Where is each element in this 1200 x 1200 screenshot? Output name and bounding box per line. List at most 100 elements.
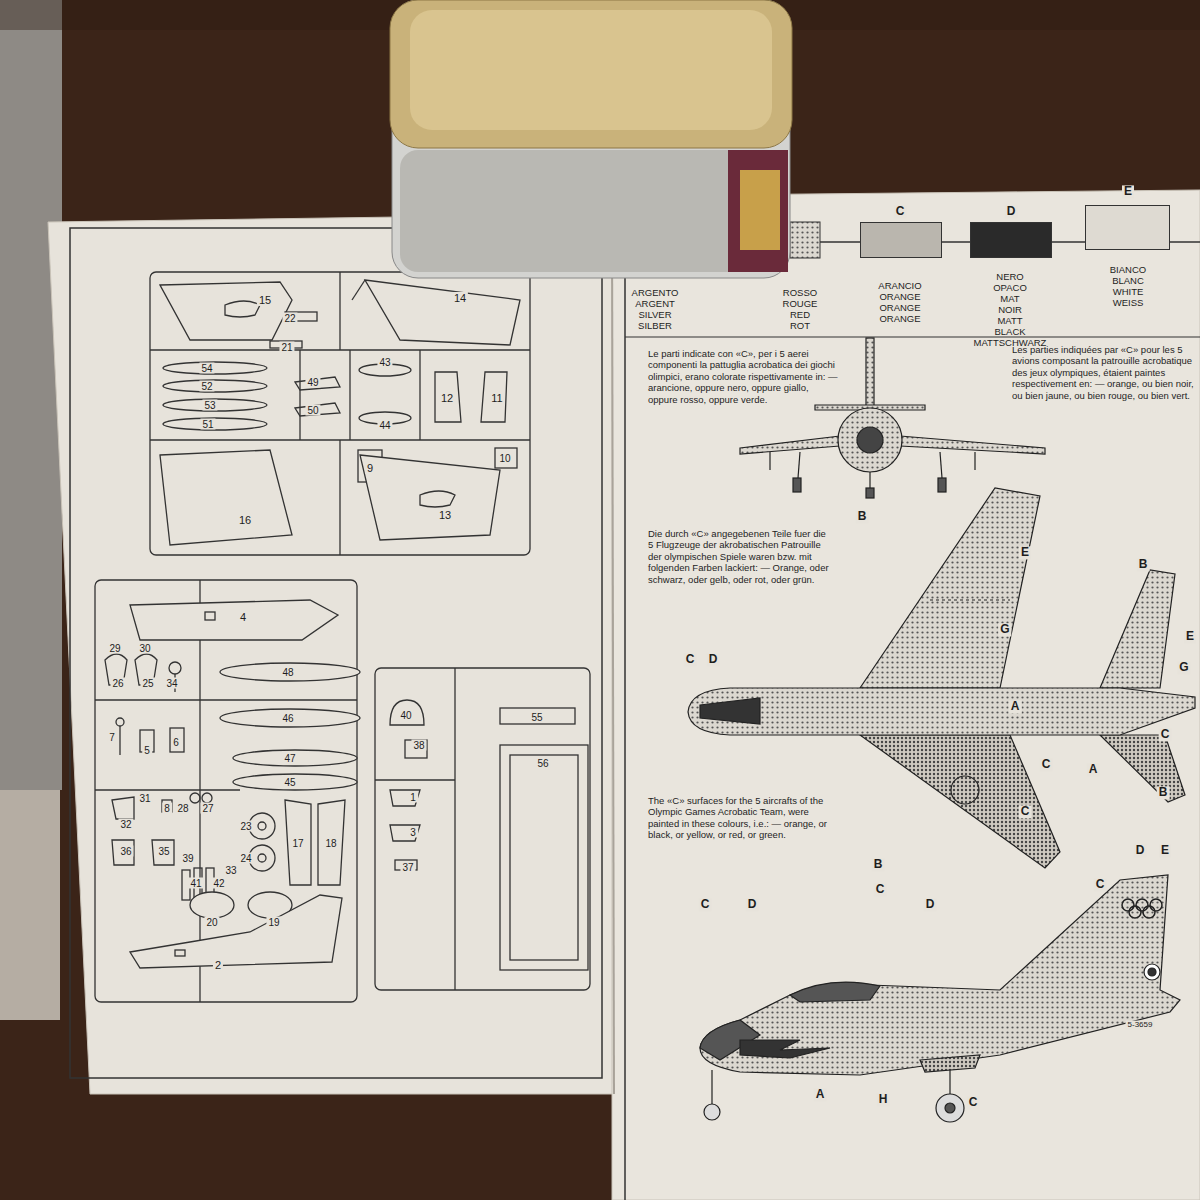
callout-letter: E [1019, 546, 1031, 559]
callout-letter: E [1184, 630, 1196, 643]
part-number: 28 [175, 803, 190, 814]
part-number: 45 [282, 777, 297, 788]
part-number: 56 [535, 758, 550, 769]
part-number: 51 [200, 419, 215, 430]
callout-letter: D [746, 898, 759, 911]
part-number: 33 [223, 865, 238, 876]
callout-letter: E [1159, 844, 1171, 857]
part-number: 18 [323, 838, 338, 849]
part-number: 55 [529, 712, 544, 723]
color-swatch [1085, 205, 1170, 250]
callout-letter: C [699, 898, 712, 911]
part-number: 5 [142, 745, 152, 756]
callout-letter: G [998, 623, 1011, 636]
part-number: 11 [489, 392, 504, 404]
part-number: 9 [365, 462, 375, 474]
part-number: 38 [411, 740, 426, 751]
part-number: 6 [171, 737, 181, 748]
part-number: 36 [118, 846, 133, 857]
callout-letter: C [894, 205, 907, 218]
part-number: 13 [437, 509, 453, 521]
part-number: 46 [280, 713, 295, 724]
callout-letter: A [1009, 700, 1022, 713]
part-number: 14 [452, 292, 468, 304]
callout-letter: B [856, 510, 869, 523]
part-number: 23 [238, 821, 253, 832]
part-number: 1 [408, 792, 418, 803]
part-number: 17 [290, 838, 305, 849]
part-number: 37 [400, 862, 415, 873]
part-number: 19 [266, 917, 281, 928]
part-number: 44 [377, 420, 392, 431]
part-number: 22 [282, 313, 297, 324]
part-number: 7 [107, 732, 117, 743]
part-number: 47 [282, 753, 297, 764]
legend-text: BIANCO BLANC WHITE WEISS [1089, 265, 1167, 309]
callout-letter: B [1137, 558, 1150, 571]
legend-text: ARANCIO ORANGE ORANGE ORANGE [861, 281, 939, 325]
callout-letter: C [1040, 758, 1053, 771]
color-swatch [860, 222, 942, 258]
callout-letter: D [1005, 205, 1018, 218]
part-number: 54 [199, 363, 214, 374]
legend-text: NERO OPACO MAT NOIR MATT BLACK MATTSCHWA… [971, 272, 1049, 348]
part-number: 27 [200, 803, 215, 814]
callout-letter: E [1122, 185, 1134, 198]
part-number: 43 [377, 357, 392, 368]
callout-letter: C [1019, 805, 1032, 818]
part-number: 24 [238, 853, 253, 864]
part-number: 31 [137, 793, 152, 804]
callout-letter: D [1134, 844, 1147, 857]
callout-letter: C [1094, 878, 1107, 891]
instruction-note: Le parti indicate con «C», per i 5 aerei… [648, 348, 838, 405]
part-number: 12 [439, 392, 455, 404]
part-number: 41 [188, 878, 203, 889]
part-number: 10 [497, 453, 512, 464]
legend-text: ROSSO ROUGE RED ROT [761, 288, 839, 332]
callout-letter: A [1087, 763, 1100, 776]
color-swatch [970, 222, 1052, 258]
callout-letter: C [874, 883, 887, 896]
callout-letter: B [1157, 786, 1170, 799]
part-number: 35 [156, 846, 171, 857]
part-number: 15 [257, 294, 273, 306]
part-number: 52 [199, 381, 214, 392]
part-number: 20 [204, 917, 219, 928]
callout-letter: C [1159, 728, 1172, 741]
part-number: 3 [408, 827, 418, 838]
callout-letter: D [924, 898, 937, 911]
instruction-note: The «C» surfaces for the 5 aircrafts of … [648, 795, 838, 841]
instruction-note: Die durch «C» angegebenen Teile fuer die… [648, 528, 833, 585]
callout-letter: D [707, 653, 720, 666]
part-number: 42 [211, 878, 226, 889]
callout-letter: C [967, 1096, 980, 1109]
callout-letter: B [872, 858, 885, 871]
part-number: 8 [162, 803, 172, 814]
part-number: 30 [137, 643, 152, 654]
part-number: 40 [398, 710, 413, 721]
part-number: 4 [238, 611, 248, 623]
callout-letter: H [877, 1093, 890, 1106]
part-number: 16 [237, 514, 253, 526]
callout-letter: C [684, 653, 697, 666]
callout-letter: G [1177, 661, 1190, 674]
part-number: 49 [305, 377, 320, 388]
part-number: 2 [213, 959, 223, 971]
serial-number: 5-3659 [1126, 1021, 1155, 1030]
part-number: 26 [110, 678, 125, 689]
part-number: 21 [279, 342, 294, 353]
part-number: 29 [107, 643, 122, 654]
part-number: 32 [118, 819, 133, 830]
callout-letter: A [814, 1088, 827, 1101]
glass-jar [390, 0, 792, 278]
part-number: 53 [202, 400, 217, 411]
legend-text: ARGENTO ARGENT SILVER SILBER [616, 288, 694, 332]
part-number: 34 [164, 678, 179, 689]
part-number: 25 [140, 678, 155, 689]
part-number: 39 [180, 853, 195, 864]
part-number: 50 [305, 405, 320, 416]
instruction-note: Les parties indiquées par «C» pour les 5… [1012, 344, 1194, 401]
part-number: 48 [280, 667, 295, 678]
